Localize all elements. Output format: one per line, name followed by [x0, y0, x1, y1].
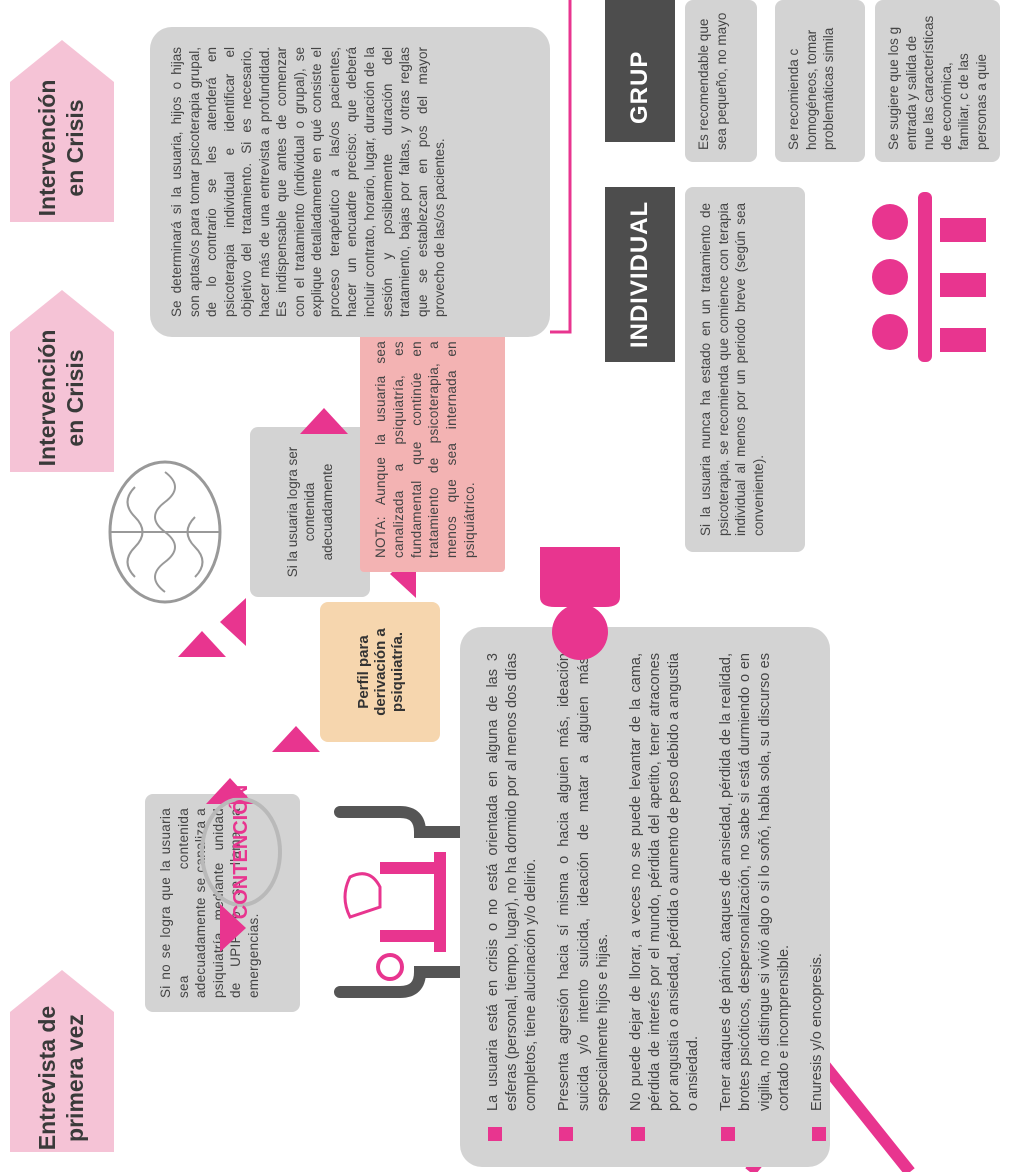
individual-text: Si la usuaria nunca ha estado en un trat… — [698, 203, 766, 536]
grupal-title: GRUP — [626, 50, 653, 124]
grupal-item-2: Se recomienda c homogéneos, tomar proble… — [775, 0, 865, 162]
grupal-item-2-text: Se recomienda c homogéneos, tomar proble… — [786, 27, 837, 150]
group-people-icon — [872, 192, 986, 362]
individual-title: INDIVIDUAL — [626, 200, 653, 349]
grupal-item-1-text: Es recomendable que sea pequeño, no mayo — [696, 12, 729, 150]
grupal-header: GRUP — [605, 0, 675, 142]
grupal-item-1: Es recomendable que sea pequeño, no mayo — [685, 0, 757, 162]
individual-box: Si la usuaria nunca ha estado en un trat… — [685, 187, 805, 552]
grupal-item-3-text: Se sugiere que los g entrada y salida de… — [886, 15, 989, 150]
grupal-item-3: Se sugiere que los g entrada y salida de… — [875, 0, 1000, 162]
two-people-talking-icon — [334, 806, 486, 998]
individual-header: INDIVIDUAL — [605, 187, 675, 362]
single-person-icon — [540, 547, 620, 660]
brain-icon — [108, 460, 222, 604]
flow-step-crisis-2: Intervención en Crisis — [10, 40, 114, 222]
flow-step-crisis-2-label: Intervención en Crisis — [34, 79, 88, 217]
flow-step-entrevista: Entrevista de primera vez — [10, 970, 114, 1152]
flow-step-crisis-1: Intervención en Crisis — [10, 290, 114, 472]
flow-step-entrevista-label: Entrevista de primera vez — [34, 1005, 88, 1151]
flow-step-crisis-1-label: Intervención en Crisis — [34, 329, 88, 467]
